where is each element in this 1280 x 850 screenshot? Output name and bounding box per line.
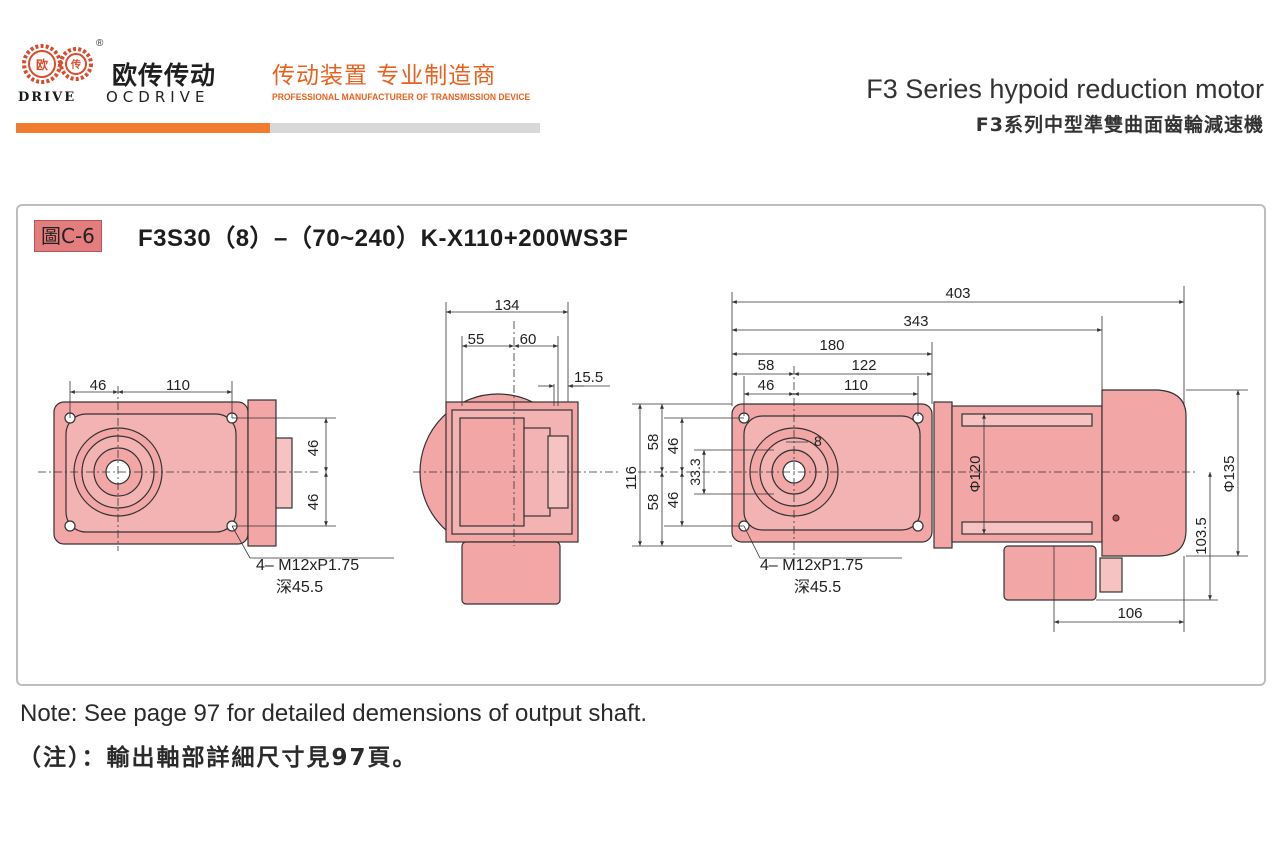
note-en: Note: See page 97 for detailed demension… (20, 700, 648, 727)
series-title-en: F3 Series hypoid reduction motor (866, 74, 1264, 104)
drawing-panel: 圖C-6 F3S30（8）–（70~240）K-X110+200WS3F (16, 204, 1266, 686)
depth-label-top: 深45.5 (794, 578, 841, 596)
dim-top-v33-3: 33.3 (687, 458, 703, 485)
side-view (413, 302, 618, 605)
dim-top-122: 122 (851, 357, 876, 374)
dim-front-v46b: 46 (305, 494, 322, 511)
svg-text:®: ® (96, 38, 104, 49)
technical-drawing: 46 110 46 46 4– M12xP1.75 深45.5 (38, 285, 1248, 632)
svg-text:传: 传 (70, 58, 81, 71)
thread-label-top: 4– M12xP1.75 (760, 557, 863, 574)
dim-top-46: 46 (758, 377, 775, 394)
dim-top-58: 58 (758, 357, 775, 374)
dim-top-v116: 116 (623, 466, 640, 490)
dim-top-106: 106 (1117, 605, 1142, 622)
dim-top-v46b: 46 (665, 492, 682, 509)
dim-side-15-5: 15.5 (574, 369, 603, 386)
thread-label-front: 4– M12xP1.75 (256, 557, 359, 574)
gear-icon-small: 传 (59, 47, 93, 81)
dim-top-110: 110 (844, 377, 868, 394)
dim-side-134: 134 (494, 297, 519, 314)
dim-top-343: 343 (903, 313, 928, 330)
tagline-cn: 传动装置 专业制造商 (272, 63, 497, 89)
dim-top-v46a: 46 (665, 438, 682, 455)
dim-top-103-5: 103.5 (1193, 517, 1210, 555)
page-header: 欧 传 ® DRIVE 欧传传动 OCDRIVE 传动装置 专业制造商 PROF… (0, 0, 1280, 140)
brand-name-cn: 欧传传动 (112, 61, 217, 90)
svg-text:欧: 欧 (36, 57, 48, 72)
gear-icon: 欧 (22, 44, 62, 84)
dim-top-v58a: 58 (645, 434, 662, 451)
brand-name-en: OCDRIVE (106, 88, 210, 106)
dim-top-v58b: 58 (645, 494, 662, 511)
dim-top-phi120: Φ120 (967, 456, 984, 493)
header-bar-orange (16, 123, 270, 133)
tagline-en: PROFESSIONAL MANUFACTURER OF TRANSMISSIO… (272, 92, 531, 103)
dim-front-46: 46 (90, 377, 107, 394)
figure-title: F3S30（8）–（70~240）K-X110+200WS3F (138, 225, 629, 252)
series-title-cn: F3系列中型準雙曲面齒輪減速機 (975, 114, 1264, 136)
dim-top-phi135: Φ135 (1221, 456, 1238, 493)
top-view (632, 286, 1248, 632)
dim-top-403: 403 (945, 285, 970, 302)
ocdrive-logo: 欧 传 ® (22, 38, 104, 84)
dim-top-8: 8 (814, 433, 822, 449)
depth-label-front: 深45.5 (276, 578, 323, 596)
dim-side-55: 55 (468, 331, 485, 348)
dim-front-110: 110 (166, 377, 190, 394)
header-bar-gray (270, 123, 540, 133)
dim-top-180: 180 (819, 337, 844, 354)
note-cn: （注）：輸出軸部詳細尺寸見97頁。 (18, 745, 418, 771)
figure-tag: 圖C-6 (34, 220, 102, 252)
logo-drive-text: DRIVE (18, 90, 77, 105)
front-view (38, 381, 394, 559)
dim-side-60: 60 (520, 331, 537, 348)
dim-front-v46a: 46 (305, 440, 322, 457)
